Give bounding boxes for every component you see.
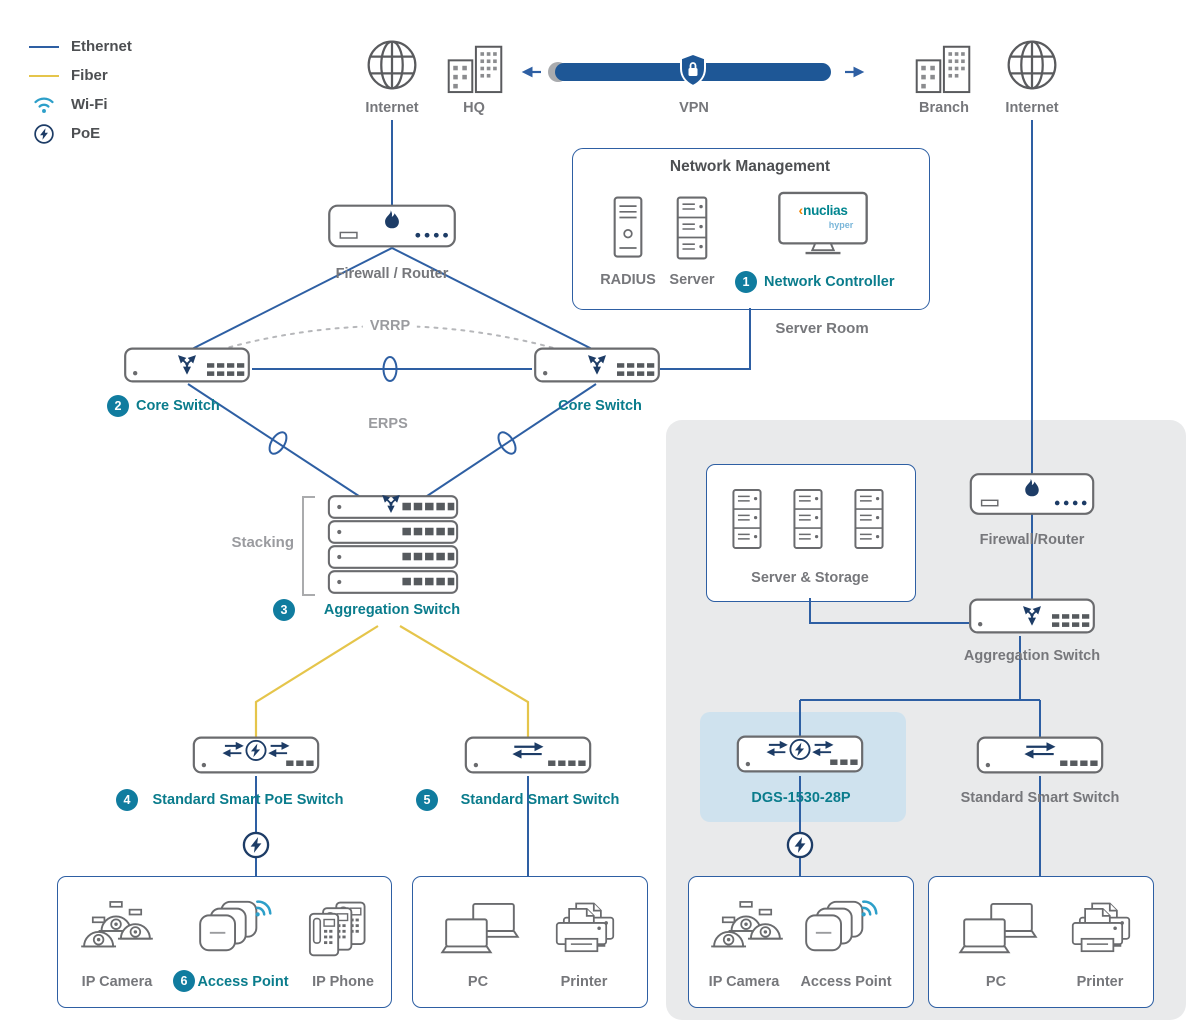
hq-firewall-router-icon — [327, 202, 457, 250]
branch-aggregation-switch-icon — [967, 596, 1097, 636]
server-label: Server — [669, 272, 715, 288]
pc-label: PC — [985, 974, 1007, 990]
stacking-label: Stacking — [231, 534, 294, 551]
ip-camera-group-icon — [710, 900, 784, 960]
fiber-line-icon — [28, 74, 60, 77]
internet-label: Internet — [365, 100, 419, 116]
dgs-1530-28p-label: DGS-1530-28P — [751, 790, 851, 806]
core-switch-right-icon — [532, 345, 662, 385]
badge-5: 5 — [416, 789, 438, 811]
smart-switch-icon — [464, 732, 592, 778]
access-point-label: Access Point — [197, 974, 289, 990]
branch-arrows-icon — [378, 490, 404, 514]
nuclias-logo: ‹nuclias hyper — [776, 203, 870, 230]
erps-label: ERPS — [368, 416, 408, 432]
ethernet-line-icon — [28, 45, 60, 48]
branch-buildings-icon — [914, 42, 972, 95]
printer-label: Printer — [1076, 974, 1124, 990]
server-room-label: Server Room — [775, 320, 869, 337]
printer-icon — [1062, 900, 1140, 960]
branch-firewall-router-icon — [969, 470, 1095, 518]
access-point-group-icon — [802, 896, 882, 958]
ip-camera-group-icon — [80, 900, 154, 960]
legend-label: Wi-Fi — [71, 96, 108, 113]
vpn-tunnel-icon — [513, 50, 873, 94]
nuclias-wordmark: nuclias — [803, 203, 848, 218]
pc-group-icon — [438, 902, 522, 960]
server-storage-rack-icon — [850, 486, 888, 552]
core-switch-right-label: Core Switch — [558, 398, 642, 414]
badge-6: 6 — [173, 970, 195, 992]
network-controller-monitor-icon: ‹nuclias hyper — [776, 190, 870, 256]
stacking-bracket — [302, 496, 315, 596]
aggregation-stack-unit — [327, 569, 459, 595]
network-management-title: Network Management — [669, 158, 831, 175]
hq-label: HQ — [463, 100, 485, 116]
legend-row-wifi: Wi-Fi — [28, 90, 132, 119]
branch-firewall-label: Firewall/Router — [979, 532, 1085, 548]
pc-label: PC — [467, 974, 489, 990]
badge-2: 2 — [107, 395, 129, 417]
legend-row-ethernet: Ethernet — [28, 32, 132, 61]
branch-label: Branch — [919, 100, 969, 116]
badge-4: 4 — [116, 789, 138, 811]
aggregation-stack-unit — [327, 544, 459, 570]
internet-label: Internet — [1005, 100, 1059, 116]
poe-bolt-icon — [28, 123, 60, 145]
poe-switch-icon — [192, 732, 320, 778]
pc-group-icon — [956, 902, 1040, 960]
wifi-icon — [28, 94, 60, 115]
radius-server-icon — [608, 194, 648, 262]
core-switch-left-label: Core Switch — [136, 398, 220, 414]
legend-label: Fiber — [71, 67, 108, 84]
nuclias-hyper-wordmark: hyper — [828, 220, 854, 230]
access-point-group-icon — [196, 896, 276, 958]
branch-aggregation-label: Aggregation Switch — [963, 648, 1101, 664]
legend-row-fiber: Fiber — [28, 61, 132, 90]
access-point-label: Access Point — [800, 974, 892, 990]
server-storage-label: Server & Storage — [751, 570, 869, 586]
core-switch-left-icon — [122, 345, 252, 385]
ip-phone-label: IP Phone — [312, 974, 374, 990]
nuclias-chevron-icon: ‹ — [798, 202, 804, 218]
poe-bolt-icon — [785, 830, 815, 860]
poe-bolt-icon — [241, 830, 271, 860]
legend-label: PoE — [71, 125, 101, 142]
vpn-label: VPN — [679, 100, 709, 116]
internet-globe-icon — [364, 37, 420, 93]
hq-firewall-label: Firewall / Router — [335, 266, 449, 282]
printer-label: Printer — [560, 974, 608, 990]
aggregation-stack-unit — [327, 519, 459, 545]
legend: Ethernet Fiber Wi-Fi PoE — [28, 32, 132, 148]
smart-switch-label: Standard Smart Switch — [460, 792, 620, 808]
badge-1: 1 — [735, 271, 757, 293]
vrrp-label: VRRP — [362, 318, 418, 335]
ip-camera-label: IP Camera — [708, 974, 780, 990]
internet-globe-icon — [1004, 37, 1060, 93]
server-rack-icon — [672, 194, 712, 262]
branch-smart-switch-label: Standard Smart Switch — [960, 790, 1120, 806]
poe-switch-label: Standard Smart PoE Switch — [152, 792, 344, 808]
branch-smart-switch-icon — [976, 732, 1104, 778]
ip-camera-label: IP Camera — [81, 974, 153, 990]
aggregation-switch-label: Aggregation Switch — [323, 602, 461, 618]
radius-label: RADIUS — [600, 272, 656, 288]
legend-label: Ethernet — [71, 38, 132, 55]
dgs-1530-28p-switch-icon — [736, 731, 864, 777]
hq-buildings-icon — [446, 42, 504, 95]
network-controller-label: Network Controller — [764, 274, 895, 290]
badge-3: 3 — [273, 599, 295, 621]
legend-row-poe: PoE — [28, 119, 132, 148]
server-storage-rack-icon — [789, 486, 827, 552]
ip-phone-group-icon — [308, 898, 374, 958]
printer-icon — [546, 900, 624, 960]
shield-lock-icon — [680, 52, 706, 88]
server-storage-rack-icon — [728, 486, 766, 552]
